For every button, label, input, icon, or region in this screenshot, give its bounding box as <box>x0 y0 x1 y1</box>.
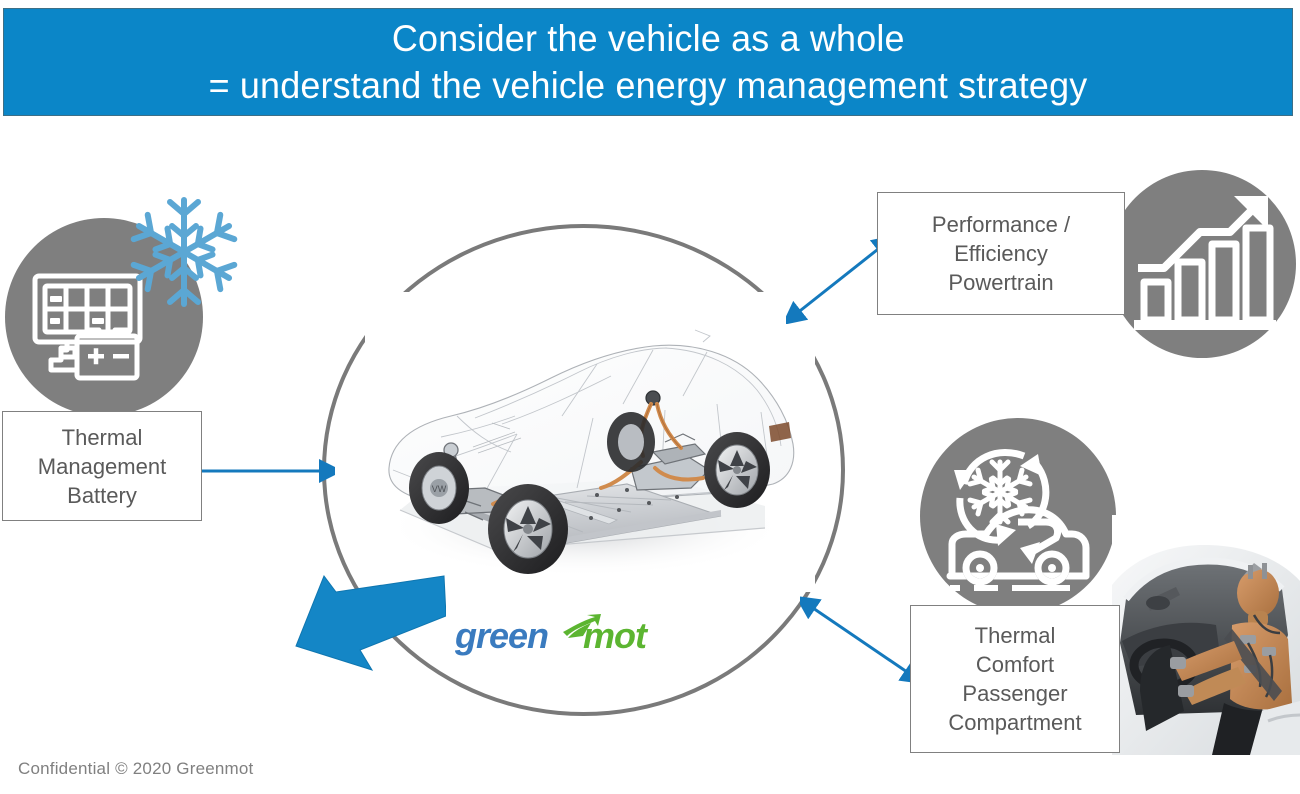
greenmot-logo: green mot <box>455 612 675 658</box>
title-line-2: = understand the vehicle energy manageme… <box>208 65 1088 106</box>
battery-thermal-icon <box>32 273 143 381</box>
crash-test-dummy-photo <box>1112 515 1300 755</box>
growth-chart-icon <box>1134 196 1276 330</box>
double-arrow-comfort <box>795 595 925 685</box>
callout-thermal-management-battery[interactable]: Thermal Management Battery <box>2 411 202 521</box>
title-banner: Consider the vehicle as a whole = unders… <box>3 8 1293 116</box>
double-arrow-battery <box>177 445 343 497</box>
snowflake-icon <box>124 192 244 312</box>
svg-text:mot: mot <box>583 615 649 656</box>
car-climate-icon <box>946 449 1090 591</box>
title-line-1: Consider the vehicle as a whole <box>391 18 905 59</box>
growth-chart-icon-circle <box>1108 170 1296 358</box>
ev-chassis-image: VW <box>365 292 815 592</box>
svg-text:green: green <box>455 615 548 656</box>
callout-thermal-comfort-passenger-compartment[interactable]: Thermal Comfort Passenger Compartment <box>910 605 1120 753</box>
footer-confidential: Confidential © 2020 Greenmot <box>18 759 254 778</box>
svg-text:VW: VW <box>432 484 447 494</box>
callout-performance-efficiency-powertrain[interactable]: Performance / Efficiency Powertrain <box>877 192 1125 315</box>
large-blue-arrow-down-left <box>276 570 447 680</box>
battery-thermal-icon-circle <box>5 218 203 416</box>
car-climate-icon-circle <box>920 418 1116 614</box>
